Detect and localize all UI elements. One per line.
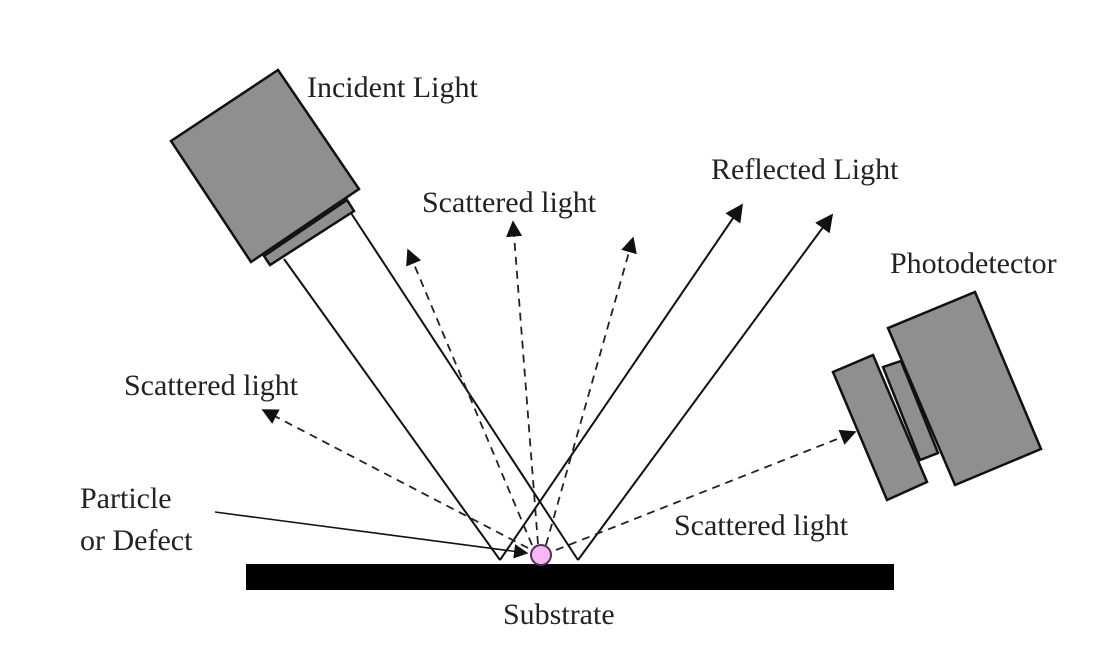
substrate-label: Substrate — [503, 598, 615, 631]
particle-pointer — [214, 511, 529, 559]
scattered-ray-up-1 — [406, 248, 533, 546]
photodetector-label: Photodetector — [890, 247, 1057, 280]
substrate — [246, 564, 894, 590]
particle-label: Particle — [80, 482, 172, 515]
incident-beam-left — [283, 258, 501, 561]
scattered-light-right-label: Scattered light — [674, 509, 849, 542]
photodetector — [831, 290, 1043, 502]
reflected-light-label: Reflected Light — [711, 153, 899, 186]
incident-light-source — [169, 68, 361, 267]
scattered-ray-right — [555, 429, 857, 551]
scattered-ray-left — [261, 409, 529, 549]
incident-light-label: Incident Light — [307, 71, 478, 104]
reflected-beam-right — [577, 213, 834, 561]
reflected-beam-left — [499, 203, 744, 561]
particle — [530, 544, 552, 566]
scattered-light-left-label: Scattered light — [124, 369, 299, 402]
defect-label: or Defect — [80, 524, 193, 557]
scattered-ray-up-2 — [506, 220, 539, 545]
scattered-light-top-label: Scattered light — [422, 186, 597, 219]
scattered-ray-up-3 — [545, 236, 637, 546]
